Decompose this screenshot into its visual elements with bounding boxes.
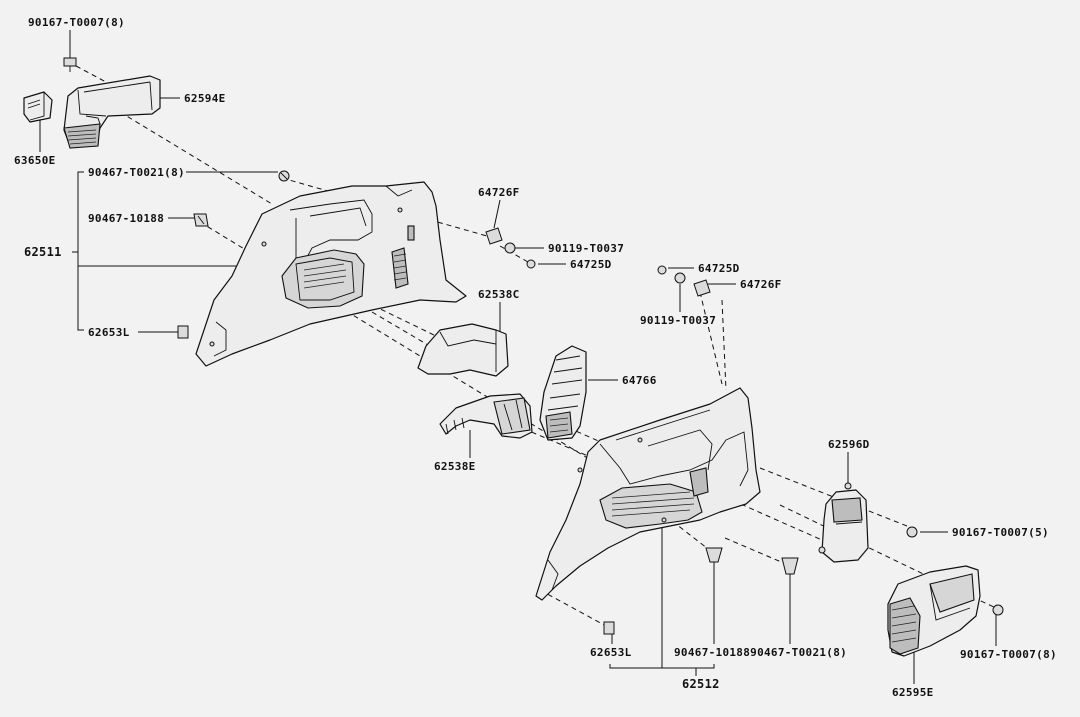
end-cap [23,91,53,123]
fastener-a-icon [705,547,723,563]
screw-b-left-icon [504,242,516,254]
bolt-mid-icon [906,526,918,538]
left-quarter-panel [195,181,467,367]
labels: 90167-T0007(8) 62594E 63650E 90467-T0021… [14,16,1057,699]
label-upper-duct-cover: 62594E [184,92,226,105]
label-bracket-e: 62538E [434,460,476,473]
label-cover-d: 62596D [828,438,870,451]
label-right-quarter-panel: 62512 [682,677,720,691]
label-screw-a: 90467-T0021(8) [88,166,185,179]
label-nut-d-left: 64725D [570,258,612,271]
label-brace: 64766 [622,374,657,387]
label-cover-c: 62538C [478,288,520,301]
bolt-top-icon [63,57,77,72]
nut-d-left-icon [526,259,536,269]
bracket-e [439,393,533,439]
fastener-b-icon [781,557,799,575]
bolt-bottom-icon [992,604,1004,616]
screw-b-right-icon [674,272,686,284]
cover-c [417,323,509,377]
label-screw-b-left: 90119-T0037 [548,242,624,255]
clip-small-icon [177,325,189,339]
nut-d-right-icon [657,265,667,275]
clip-icon [193,213,209,227]
label-bracket-f-right: 64726F [740,278,782,291]
label-screw-b-right: 90119-T0037 [640,314,716,327]
label-bolt-bottom: 90167-T0007(8) [960,648,1057,661]
bracket-f-right-icon [693,279,711,297]
label-clip-right: 62653L [590,646,632,659]
screw-icon [278,170,290,182]
clip-right-icon [603,621,615,635]
label-bolt-top: 90167-T0007(8) [28,16,125,29]
label-clip-a: 90467-10188 [88,212,164,225]
lower-cover [887,565,981,657]
cover-d [818,482,869,563]
label-bracket-f-left: 64726F [478,186,520,199]
right-quarter-panel [535,387,761,601]
label-end-cap: 63650E [14,154,56,167]
brace [539,345,587,441]
upper-duct-cover [63,75,161,149]
label-fastener-group: 90467-1018890467-T0021(8) [674,646,847,659]
label-left-quarter-panel: 62511 [24,245,62,259]
leader-lines [39,30,997,684]
label-bolt-mid: 90167-T0007(5) [952,526,1049,539]
label-clip-left: 62653L [88,326,130,339]
label-nut-d-right: 64725D [698,262,740,275]
label-lower-cover: 62595E [892,686,934,699]
bracket-f-left-icon [485,227,503,245]
